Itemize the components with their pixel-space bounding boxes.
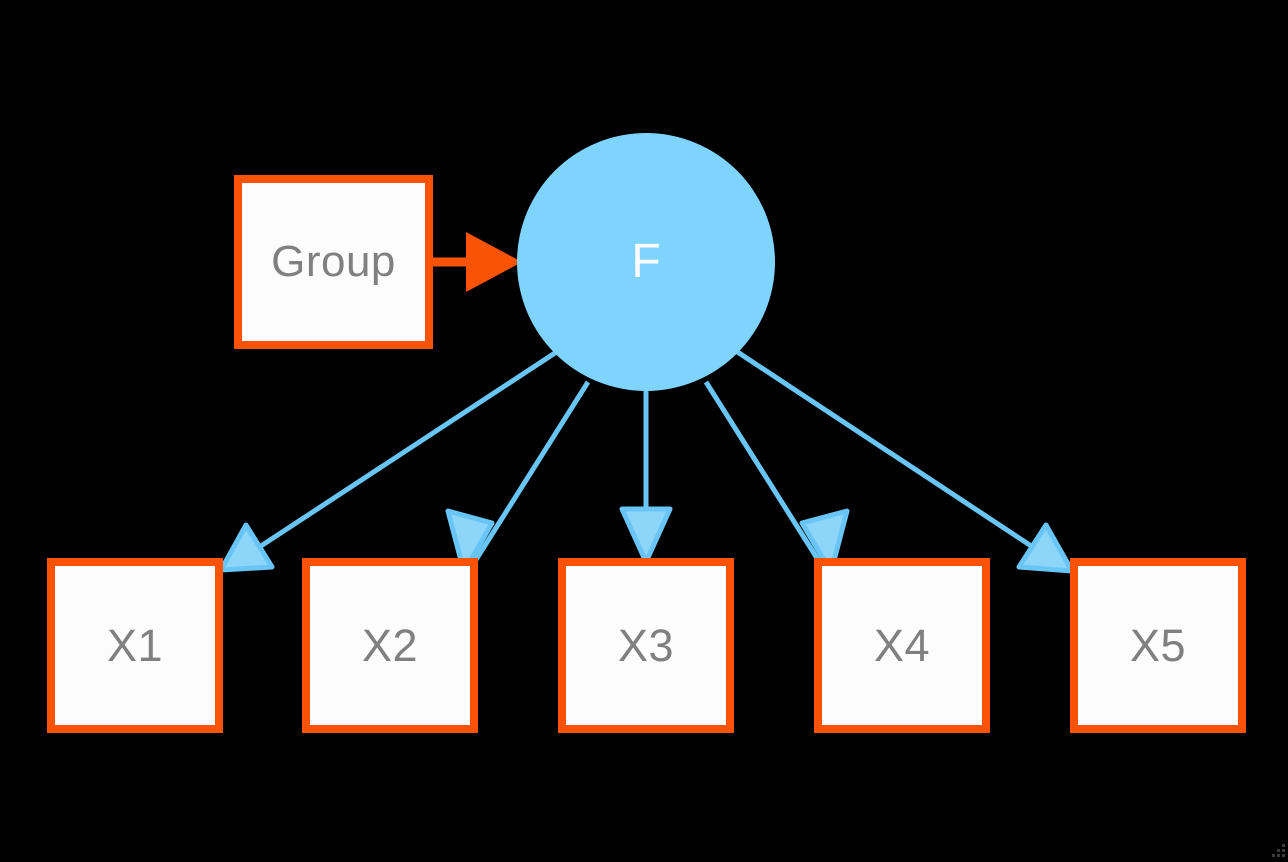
node-x3-label: X3 [617, 620, 675, 671]
node-x4-label: X4 [873, 620, 931, 671]
node-factor-f[interactable]: F [517, 133, 775, 391]
node-group-label: Group [271, 237, 396, 286]
edge-factor-to-x2 [445, 380, 591, 575]
edge-factor-to-x1 [218, 348, 560, 573]
node-x1[interactable]: X1 [47, 558, 223, 733]
node-x5[interactable]: X5 [1070, 558, 1246, 733]
resize-handle-icon[interactable] [1270, 844, 1286, 860]
node-group[interactable]: Group [234, 175, 433, 349]
node-factor-label: F [631, 235, 661, 288]
node-x4[interactable]: X4 [814, 558, 990, 733]
node-x3[interactable]: X3 [558, 558, 734, 733]
node-x2-label: X2 [361, 620, 419, 671]
node-x5-label: X5 [1129, 620, 1187, 671]
node-x2[interactable]: X2 [302, 558, 478, 733]
edge-group-to-factor [433, 232, 522, 292]
edge-factor-to-x4 [703, 380, 850, 575]
node-x1-label: X1 [106, 620, 164, 671]
edge-factor-to-x5 [734, 348, 1075, 574]
edge-factor-to-x3 [619, 390, 673, 565]
